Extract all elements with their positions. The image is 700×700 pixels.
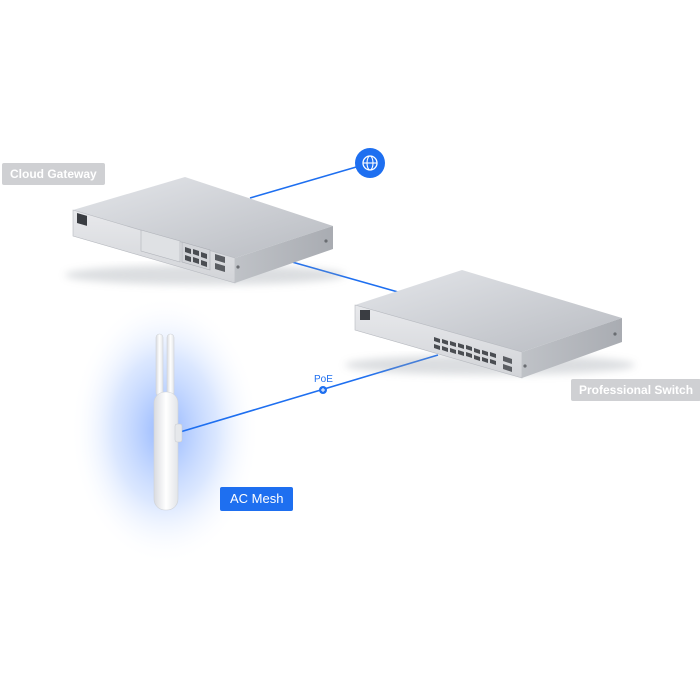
mesh-body xyxy=(153,391,179,511)
cloud-gateway-label: Cloud Gateway xyxy=(2,163,105,185)
internet-link-line xyxy=(249,162,371,199)
globe-icon xyxy=(355,148,385,178)
ac-mesh-label: AC Mesh xyxy=(220,487,294,511)
gateway-switch-link-line xyxy=(291,261,399,293)
cloud-gateway-device xyxy=(65,177,345,285)
professional-switch-label: Professional Switch xyxy=(571,379,700,401)
poe-label: PoE xyxy=(314,374,333,385)
plus-icon xyxy=(319,386,327,394)
antenna-left xyxy=(155,333,164,397)
antenna-right xyxy=(166,333,175,397)
professional-switch-device xyxy=(345,270,635,379)
ac-mesh-device xyxy=(153,333,183,511)
